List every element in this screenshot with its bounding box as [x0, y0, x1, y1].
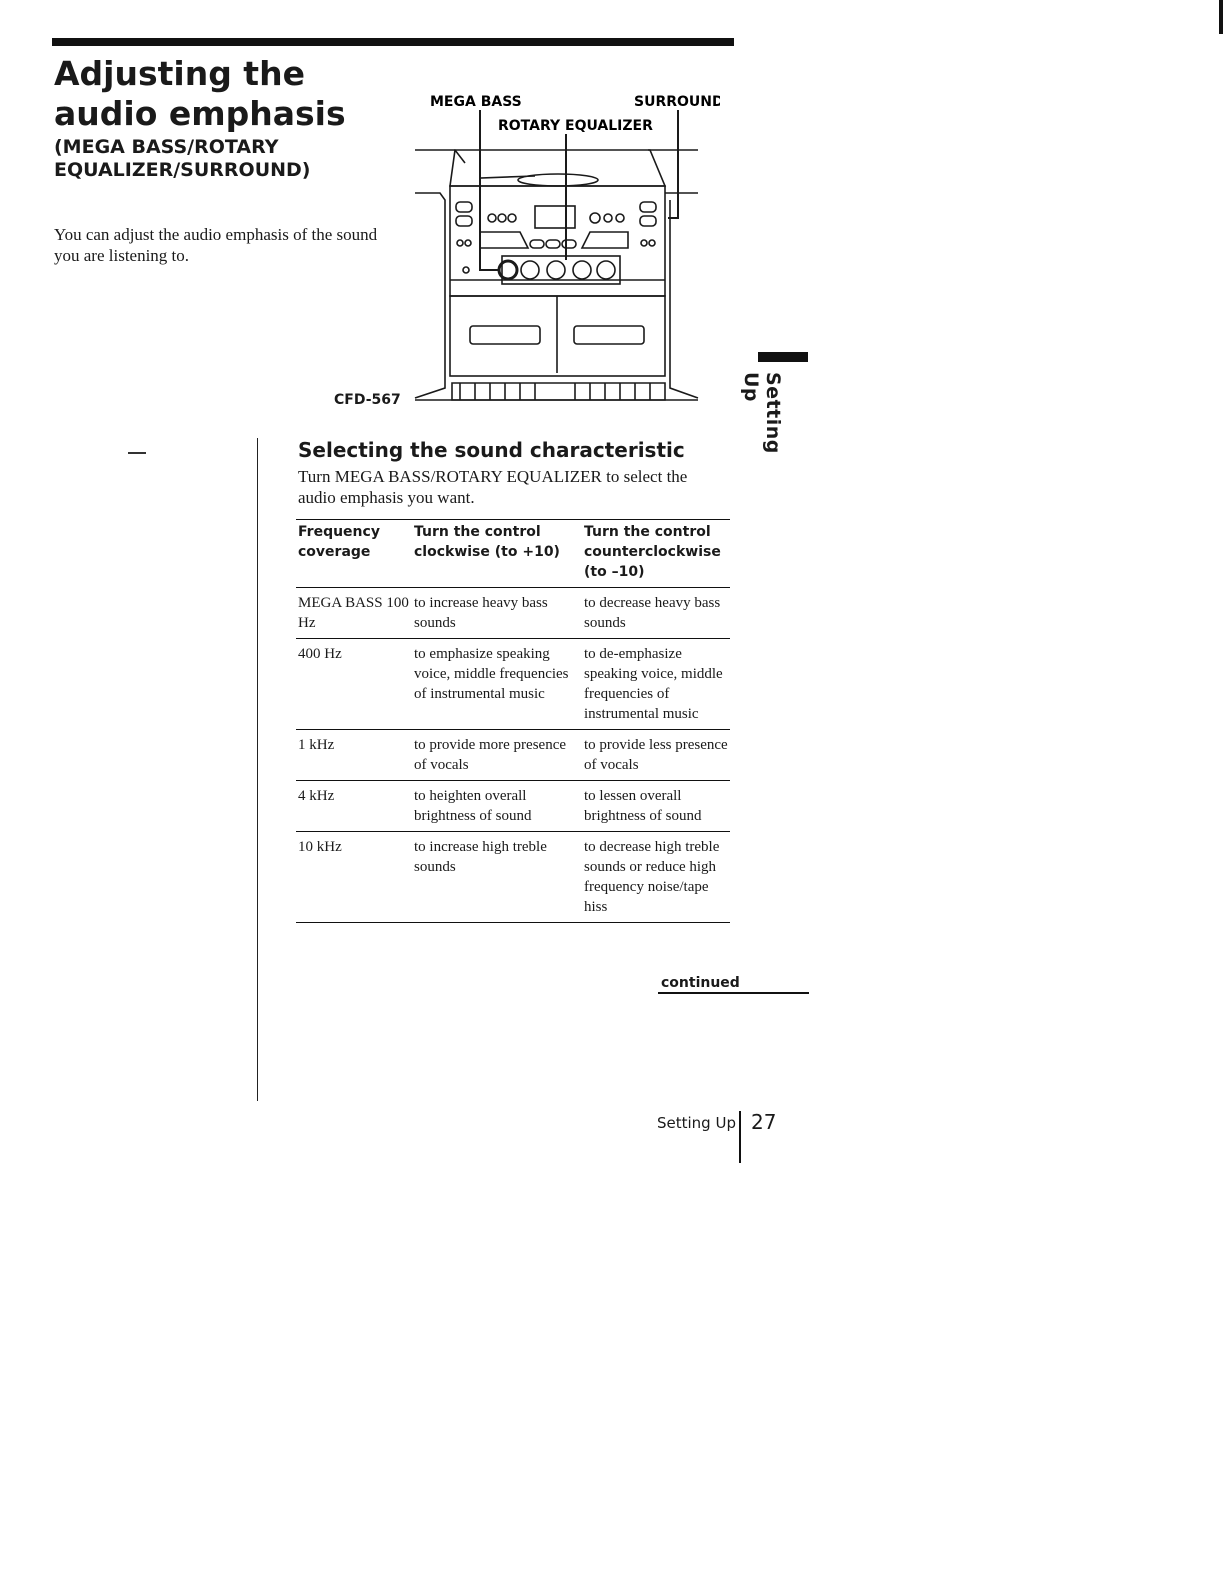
page-subtitle-line-2: EQUALIZER/SURROUND)	[54, 159, 311, 181]
left-switch	[455, 215, 473, 227]
eq-knob	[596, 260, 616, 280]
lid-groove	[479, 158, 536, 179]
footer-section-name: Setting Up	[657, 1114, 736, 1132]
cell-counterclockwise: to lessen overall brightness of sound	[582, 780, 730, 832]
button-dot	[615, 213, 625, 223]
margin-mark	[128, 452, 146, 454]
cell-clockwise: to heighten overall brightness of sound	[412, 780, 582, 832]
page-title: Adjusting the audio emphasis	[54, 54, 346, 134]
display	[534, 205, 576, 229]
key-dividers-left	[459, 383, 536, 400]
callout-line-surround	[668, 110, 679, 219]
panel-buttons-left	[479, 231, 530, 249]
cell-clockwise: to increase high treble sounds	[412, 831, 582, 923]
side-tab: Setting Up	[740, 372, 784, 482]
center-button	[545, 239, 561, 249]
cd-radio-cassette-player	[414, 149, 699, 401]
header-frequency-coverage: Frequency coverage	[296, 519, 412, 588]
side-tab-bar	[758, 352, 808, 362]
button-dot	[589, 212, 601, 224]
callout-lines	[479, 110, 679, 271]
cell-counterclockwise: to de-emphasize speaking voice, middle f…	[582, 638, 730, 730]
center-button	[529, 239, 545, 249]
eq-knob	[546, 260, 566, 280]
header-clockwise: Turn the control clockwise (to +10)	[412, 519, 582, 588]
header-counterclockwise: Turn the control counterclockwise (to –1…	[582, 519, 730, 588]
callout-surround: SURROUND	[634, 94, 720, 110]
edge-mark	[1219, 0, 1223, 34]
speaker-left	[414, 192, 446, 399]
cassette-window-right	[573, 325, 645, 345]
handle-left	[415, 149, 466, 164]
cell-clockwise: to emphasize speaking voice, middle freq…	[412, 638, 582, 730]
cell-frequency: 1 kHz	[296, 729, 412, 781]
right-switch	[639, 215, 657, 227]
eq-knob	[572, 260, 592, 280]
callout-mega-bass: MEGA BASS	[430, 94, 522, 110]
cell-clockwise: to provide more presence of vocals	[412, 729, 582, 781]
indicator	[456, 239, 464, 247]
section-heading: Selecting the sound characteristic	[298, 438, 685, 462]
cell-counterclockwise: to decrease heavy bass sounds	[582, 587, 730, 639]
continued-rule	[658, 992, 809, 994]
callout-labels: MEGA BASS ROTARY EQUALIZER SURROUND	[430, 94, 720, 134]
intro-paragraph: You can adjust the audio emphasis of the…	[54, 225, 378, 265]
cassette-window-left	[469, 325, 541, 345]
callout-line-mega-bass	[479, 110, 498, 271]
cell-frequency: 10 kHz	[296, 831, 412, 923]
cell-frequency: MEGA BASS 100 Hz	[296, 587, 412, 639]
indicator	[462, 266, 470, 274]
left-switch	[455, 201, 473, 213]
page-title-line-1: Adjusting the	[54, 54, 305, 93]
button-dot	[603, 213, 613, 223]
cell-frequency: 4 kHz	[296, 780, 412, 832]
footer-rule	[739, 1111, 741, 1163]
indicator	[648, 239, 656, 247]
right-switch	[639, 201, 657, 213]
eq-knob	[520, 260, 540, 280]
page-number: 27	[751, 1110, 777, 1134]
page-subtitle: (MEGA BASS/ROTARY EQUALIZER/SURROUND)	[54, 136, 311, 182]
side-tab-label: Setting Up	[740, 372, 784, 454]
mega-bass-knob	[497, 259, 519, 281]
device-diagram: MEGA BASS ROTARY EQUALIZER SURROUND	[414, 94, 720, 401]
page-title-line-2: audio emphasis	[54, 94, 346, 133]
page-subtitle-line-1: (MEGA BASS/ROTARY	[54, 136, 279, 158]
table-row: 1 kHz to provide more presence of vocals…	[296, 729, 730, 781]
indicator	[640, 239, 648, 247]
indicator	[464, 239, 472, 247]
cd-lid	[449, 149, 667, 187]
panel-buttons-right	[580, 231, 629, 249]
table-row: 4 kHz to heighten overall brightness of …	[296, 780, 730, 832]
table-row: 10 kHz to increase high treble sounds to…	[296, 831, 730, 923]
table-row: MEGA BASS 100 Hz to increase heavy bass …	[296, 587, 730, 639]
column-rule	[257, 438, 258, 1101]
top-rule	[52, 38, 734, 46]
cell-frequency: 400 Hz	[296, 638, 412, 730]
frequency-table: Frequency coverage Turn the control cloc…	[296, 519, 730, 923]
cell-clockwise: to increase heavy bass sounds	[412, 587, 582, 639]
continued-label: continued	[661, 975, 740, 991]
cell-counterclockwise: to provide less presence of vocals	[582, 729, 730, 781]
equalizer-panel	[501, 255, 621, 285]
button-dot	[507, 213, 517, 223]
section-text: Turn MEGA BASS/ROTARY EQUALIZER to selec…	[298, 467, 688, 507]
center-button	[561, 239, 577, 249]
table-header-row: Frequency coverage Turn the control cloc…	[296, 519, 730, 588]
table-row: 400 Hz to emphasize speaking voice, midd…	[296, 638, 730, 730]
key-dividers-right	[574, 383, 651, 400]
cell-counterclockwise: to decrease high treble sounds or reduce…	[582, 831, 730, 923]
model-label: CFD-567	[334, 392, 401, 408]
transport-keys	[451, 382, 666, 401]
callout-rotary-equalizer: ROTARY EQUALIZER	[498, 118, 653, 134]
button-dot	[487, 213, 497, 223]
speaker-right	[665, 192, 699, 399]
button-dot	[497, 213, 507, 223]
